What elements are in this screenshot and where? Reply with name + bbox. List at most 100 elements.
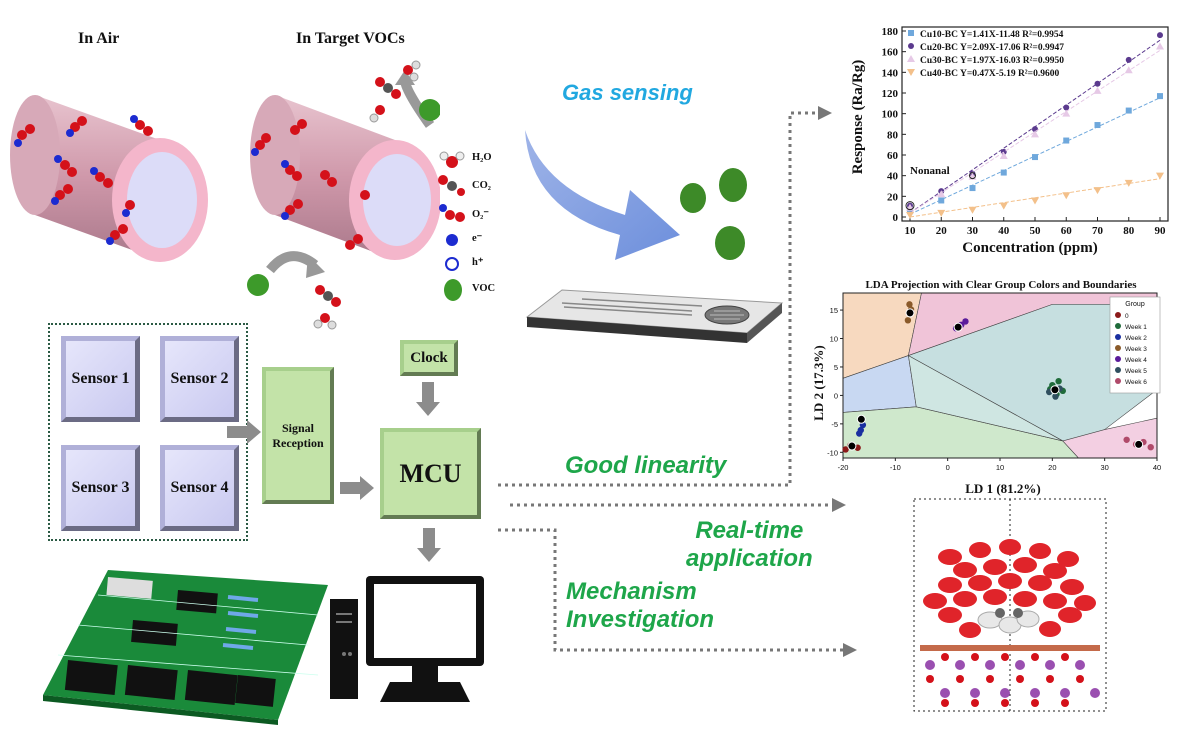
centroid-marker <box>847 441 857 451</box>
data-point <box>842 446 849 453</box>
data-point <box>1062 109 1071 117</box>
data-point <box>1157 93 1163 100</box>
legend-entry: Cu20-BC Y=2.09X-17.06 R²=0.9947 <box>920 43 1064 53</box>
data-point <box>1031 130 1039 138</box>
y-tick-label: 20 <box>887 191 899 203</box>
good-linearity-label: Good linearity <box>565 452 727 479</box>
linearity-chart-xlabel: Concentration (ppm) <box>962 240 1097 256</box>
sensor-tube-in-voc <box>247 60 440 330</box>
x-tick-label: 10 <box>996 463 1004 472</box>
computer-icon <box>330 576 484 702</box>
realtime-label-line2: application <box>686 545 813 572</box>
fit-line <box>909 49 1161 214</box>
data-point <box>1094 80 1101 87</box>
fit-line <box>909 97 1161 215</box>
data-point <box>1157 32 1163 39</box>
sensor-4-box: Sensor 4 <box>160 445 239 531</box>
legend-marker <box>908 43 914 49</box>
header-in-target-vocs: In Target VOCs <box>296 30 405 47</box>
lda-chart-title: LDA Projection with Clear Group Colors a… <box>865 279 1137 291</box>
o2-ion-icon <box>439 204 465 222</box>
legend-marker <box>1115 356 1121 362</box>
y-tick-label: 160 <box>882 47 899 59</box>
y-tick-label: 0 <box>834 391 838 400</box>
centroid-marker <box>953 322 963 332</box>
data-point <box>1062 192 1071 200</box>
sensor-tube-in-air <box>10 95 208 262</box>
sensor-2-box: Sensor 2 <box>160 336 239 422</box>
mcu-box: MCU <box>380 428 481 519</box>
linearity-chart-ylabel: Response (Ra/Rg) <box>850 60 866 175</box>
gas-sensing-label: Gas sensing <box>562 80 693 105</box>
x-tick-label: 50 <box>1030 225 1042 237</box>
h2o-molecule-icon <box>439 151 465 168</box>
legend-entry: Week 5 <box>1125 368 1147 375</box>
data-point <box>904 317 912 324</box>
legend-entry: Week 1 <box>1125 324 1147 331</box>
data-point <box>1125 107 1132 114</box>
y-tick-label: 60 <box>887 150 899 162</box>
legend-entry: Cu40-BC Y=0.47X-5.19 R²=0.9600 <box>920 69 1059 79</box>
lda-chart: LDA Projection with Clear Group Colors a… <box>811 279 1161 496</box>
legend-label-o2-ion: O₂⁻ <box>472 209 489 220</box>
co2-h2o-products-icon <box>369 60 421 123</box>
legend-entry: Week 3 <box>1125 346 1147 353</box>
arrow-icon <box>417 528 441 562</box>
centroid-marker <box>1050 385 1060 395</box>
legend-marker <box>1115 334 1121 340</box>
x-tick-label: -20 <box>838 463 849 472</box>
data-point <box>1147 443 1154 451</box>
realtime-label: Real-time application <box>686 517 813 573</box>
sensor-chip-image <box>525 289 784 343</box>
mechanism-label-line2: Investigation <box>566 606 715 633</box>
legend-marker <box>908 30 914 36</box>
x-tick-label: 60 <box>1061 225 1073 237</box>
arrow-icon <box>416 382 440 416</box>
legend-label-co2: CO₂ <box>472 180 491 191</box>
centroid-marker <box>856 414 866 424</box>
y-tick-label: 5 <box>834 363 838 372</box>
data-point <box>938 197 945 204</box>
data-point <box>1156 172 1164 180</box>
legend-entry: Week 6 <box>1125 379 1147 386</box>
data-point <box>1124 66 1133 74</box>
data-point <box>937 190 946 198</box>
lda-chart-ylabel: LD 2 (17.3%) <box>811 345 826 420</box>
x-tick-label: 20 <box>1048 463 1056 472</box>
voc-sphere-icon <box>444 279 462 301</box>
x-tick-label: 70 <box>1092 225 1104 237</box>
data-point <box>1032 154 1038 161</box>
data-point <box>1093 187 1102 195</box>
data-point <box>969 185 976 192</box>
arrow-icon <box>227 420 261 444</box>
realtime-label-line1: Real-time <box>695 517 804 544</box>
data-point <box>1031 197 1039 205</box>
legend-label-voc: VOC <box>472 283 496 294</box>
electron-icon <box>446 234 458 246</box>
x-tick-label: 40 <box>998 225 1010 237</box>
data-point <box>1063 104 1070 111</box>
mechanism-label-line1: Mechanism <box>566 578 697 605</box>
data-point <box>906 301 913 308</box>
pcb-board-image <box>43 570 328 725</box>
legend-entry: Cu10-BC Y=1.41X-11.48 R²=0.9954 <box>920 30 1064 40</box>
legend-marker <box>907 69 915 76</box>
legend-marker <box>1115 378 1121 384</box>
data-point <box>999 202 1008 210</box>
y-tick-label: 100 <box>882 109 899 121</box>
signal-reception-box: Signal Reception <box>262 367 334 504</box>
linearity-chart-annotation: Nonanal <box>910 165 950 177</box>
data-point <box>1156 42 1164 50</box>
decision-region <box>908 355 1063 442</box>
y-tick-label: 80 <box>887 129 899 141</box>
legend-entry: 0 <box>1125 313 1129 320</box>
lda-legend-title: Group <box>1125 301 1145 308</box>
data-point <box>1123 436 1130 443</box>
co2-h2o-products-icon <box>313 285 341 330</box>
header-in-air: In Air <box>78 30 120 47</box>
data-point <box>1094 122 1101 129</box>
data-point <box>969 172 976 180</box>
data-point <box>905 201 915 211</box>
centroid-marker <box>905 308 915 318</box>
lda-chart-xlabel: LD 1 (81.2%) <box>965 481 1040 496</box>
